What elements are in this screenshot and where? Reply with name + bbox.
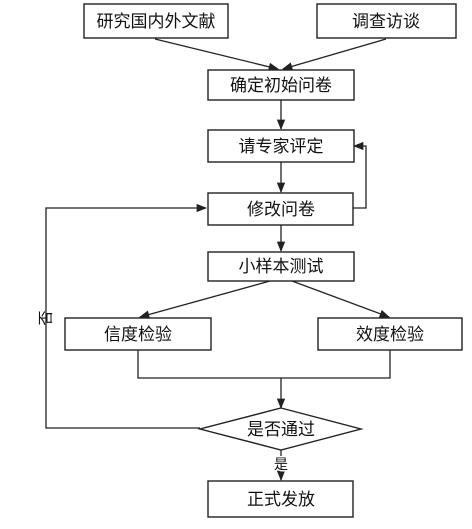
node-pass-decision: 是否通过 (197, 407, 364, 451)
node-initial: 确定初始问卷 (207, 69, 355, 101)
node-pilot-label: 小样本测试 (239, 257, 324, 277)
edge-revise-expert-loop (352, 141, 367, 209)
node-validity: 效度检验 (317, 317, 463, 351)
node-revise: 修改问卷 (207, 192, 354, 226)
edge-pilot-validity (291, 280, 390, 318)
node-reliability: 信度检验 (64, 317, 212, 351)
edge-interview-initial (282, 38, 387, 71)
edge-label-yes: 是 (274, 457, 288, 473)
node-pass-label: 是否通过 (247, 420, 315, 440)
edge-pass-no-revise (45, 203, 208, 429)
node-expert-label: 请专家评定 (239, 137, 324, 157)
edges (45, 38, 391, 482)
edge-pilot-reliability (138, 280, 271, 319)
node-revise-label: 修改问卷 (247, 200, 315, 220)
node-pilot: 小样本测试 (207, 251, 355, 282)
node-literature-label: 研究国内外文献 (97, 12, 216, 32)
node-literature: 研究国内外文献 (83, 3, 229, 39)
edge-literature-initial (154, 38, 280, 71)
node-interview: 调查访谈 (316, 3, 457, 39)
node-expert: 请专家评定 (207, 129, 355, 163)
node-release-label: 正式发放 (247, 490, 315, 510)
edge-merge-lines (137, 350, 391, 379)
node-interview-label: 调查访谈 (352, 12, 420, 32)
node-initial-label: 确定初始问卷 (230, 76, 332, 96)
node-validity-label: 效度检验 (356, 325, 424, 345)
edge-label-no: 否 (37, 310, 55, 325)
node-release: 正式发放 (207, 480, 354, 518)
node-reliability-label: 信度检验 (104, 325, 172, 345)
